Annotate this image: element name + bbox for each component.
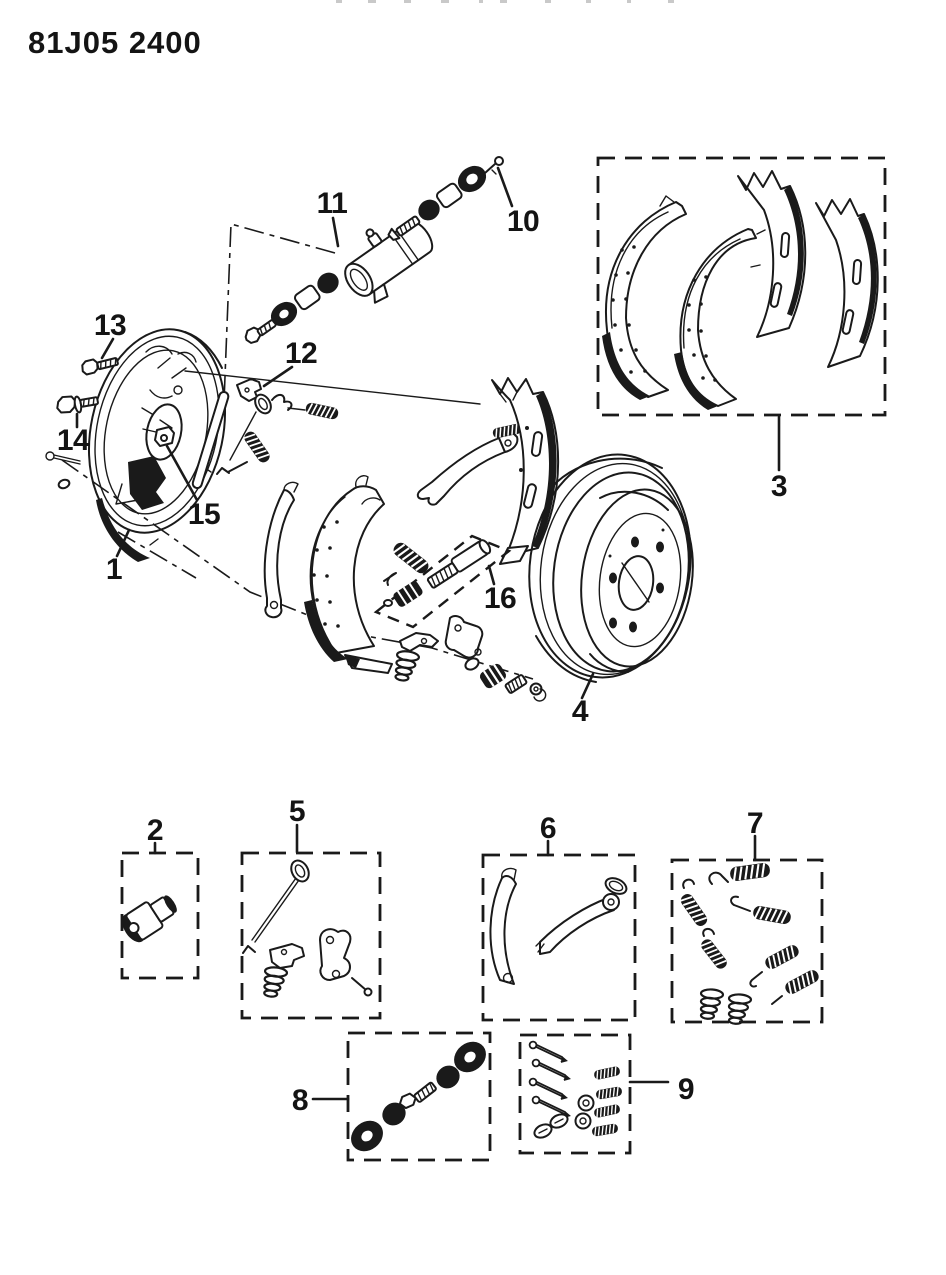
cylinder-repair-kit-box bbox=[346, 1031, 492, 1162]
callout-label: 7 bbox=[747, 807, 763, 840]
callout-14: 14 bbox=[57, 412, 90, 457]
callout-5: 5 bbox=[289, 795, 306, 854]
bleeder-screw bbox=[484, 156, 504, 175]
wheel-cylinder-exploded bbox=[244, 156, 504, 344]
parking-brake-cable-kit-box bbox=[240, 851, 382, 1020]
callout-label: 11 bbox=[317, 187, 348, 220]
callout-label: 16 bbox=[484, 582, 516, 615]
callout-label: 10 bbox=[507, 205, 539, 238]
callout-11: 11 bbox=[317, 187, 348, 248]
callout-16: 16 bbox=[484, 564, 517, 615]
adjuster-spring bbox=[241, 428, 273, 466]
callout-label: 2 bbox=[147, 814, 163, 847]
callout-label: 1 bbox=[106, 553, 122, 586]
boot bbox=[270, 301, 298, 327]
callout-label: 9 bbox=[678, 1073, 694, 1106]
callout-2: 2 bbox=[147, 814, 164, 855]
callout-8: 8 bbox=[292, 1084, 350, 1117]
cotter-pin bbox=[45, 451, 81, 490]
callout-label: 3 bbox=[771, 470, 787, 503]
wheel-cylinder-part bbox=[122, 895, 177, 943]
adjusting-cable-guide-group bbox=[216, 378, 341, 475]
cup bbox=[418, 199, 440, 221]
cropped-header-remnant bbox=[336, 0, 674, 3]
callout-1: 1 bbox=[106, 528, 131, 586]
spring-kit-box bbox=[670, 858, 824, 1026]
callout-label: 13 bbox=[94, 309, 126, 342]
backing-plate bbox=[87, 328, 230, 562]
mounting-bolt-lower bbox=[56, 395, 99, 414]
center-lines bbox=[61, 222, 534, 680]
brake-drum bbox=[528, 453, 694, 683]
valve-screw bbox=[387, 215, 421, 241]
adjuster-hardware-lower bbox=[392, 615, 547, 702]
backing-plate-shadow bbox=[128, 456, 166, 510]
callout-7: 7 bbox=[747, 807, 764, 862]
kit-outline bbox=[373, 534, 512, 629]
boot bbox=[457, 165, 487, 193]
callout-label: 6 bbox=[540, 812, 556, 845]
callout-label: 5 bbox=[289, 795, 305, 828]
lined-shoe-2 bbox=[674, 228, 757, 410]
callout-4: 4 bbox=[572, 672, 595, 728]
callout-label: 15 bbox=[188, 498, 220, 531]
callout-label: 8 bbox=[292, 1084, 308, 1117]
bare-shoe-2 bbox=[815, 198, 879, 368]
callout-9: 9 bbox=[628, 1073, 695, 1106]
backing-plate-top-detail bbox=[141, 345, 197, 439]
callout-13: 13 bbox=[94, 309, 127, 360]
wheel-cylinder-box bbox=[120, 851, 200, 980]
shoe-spring bbox=[389, 539, 433, 577]
callout-15: 15 bbox=[165, 444, 221, 531]
callout-12: 12 bbox=[262, 337, 318, 388]
brake-shoe-lined-left bbox=[304, 475, 393, 674]
hub-anchor-nut bbox=[142, 426, 175, 447]
spring-hook bbox=[271, 394, 293, 411]
callout-label: 4 bbox=[572, 695, 589, 728]
wheel-cylinder-body bbox=[344, 220, 434, 304]
cup bbox=[317, 272, 339, 294]
callout-label: 14 bbox=[57, 424, 90, 457]
hardware-kit-box bbox=[518, 1033, 632, 1155]
callout-10: 10 bbox=[496, 166, 540, 238]
brake-shoe-set-box bbox=[596, 156, 887, 417]
doc-code: 81J05 2400 bbox=[28, 25, 202, 60]
mounting-bolt-upper bbox=[81, 357, 119, 376]
lug-holes bbox=[609, 536, 664, 633]
parking-brake-strut bbox=[191, 390, 230, 490]
adjuster-lever-arm bbox=[416, 422, 523, 506]
bare-shoe-1 bbox=[737, 170, 807, 338]
callout-3: 3 bbox=[771, 415, 788, 503]
piston bbox=[293, 284, 321, 311]
brake-shoe-bare-right bbox=[491, 377, 560, 565]
parking-brake-lever bbox=[263, 481, 299, 619]
callout-6: 6 bbox=[540, 812, 557, 857]
shoe-return-spring bbox=[303, 401, 341, 421]
piston bbox=[435, 182, 463, 209]
lined-shoe-1 bbox=[602, 195, 687, 400]
adjusting-screw-kit bbox=[373, 534, 512, 629]
callout-label: 12 bbox=[285, 337, 317, 370]
parking-brake-lever-kit-box bbox=[481, 853, 637, 1022]
